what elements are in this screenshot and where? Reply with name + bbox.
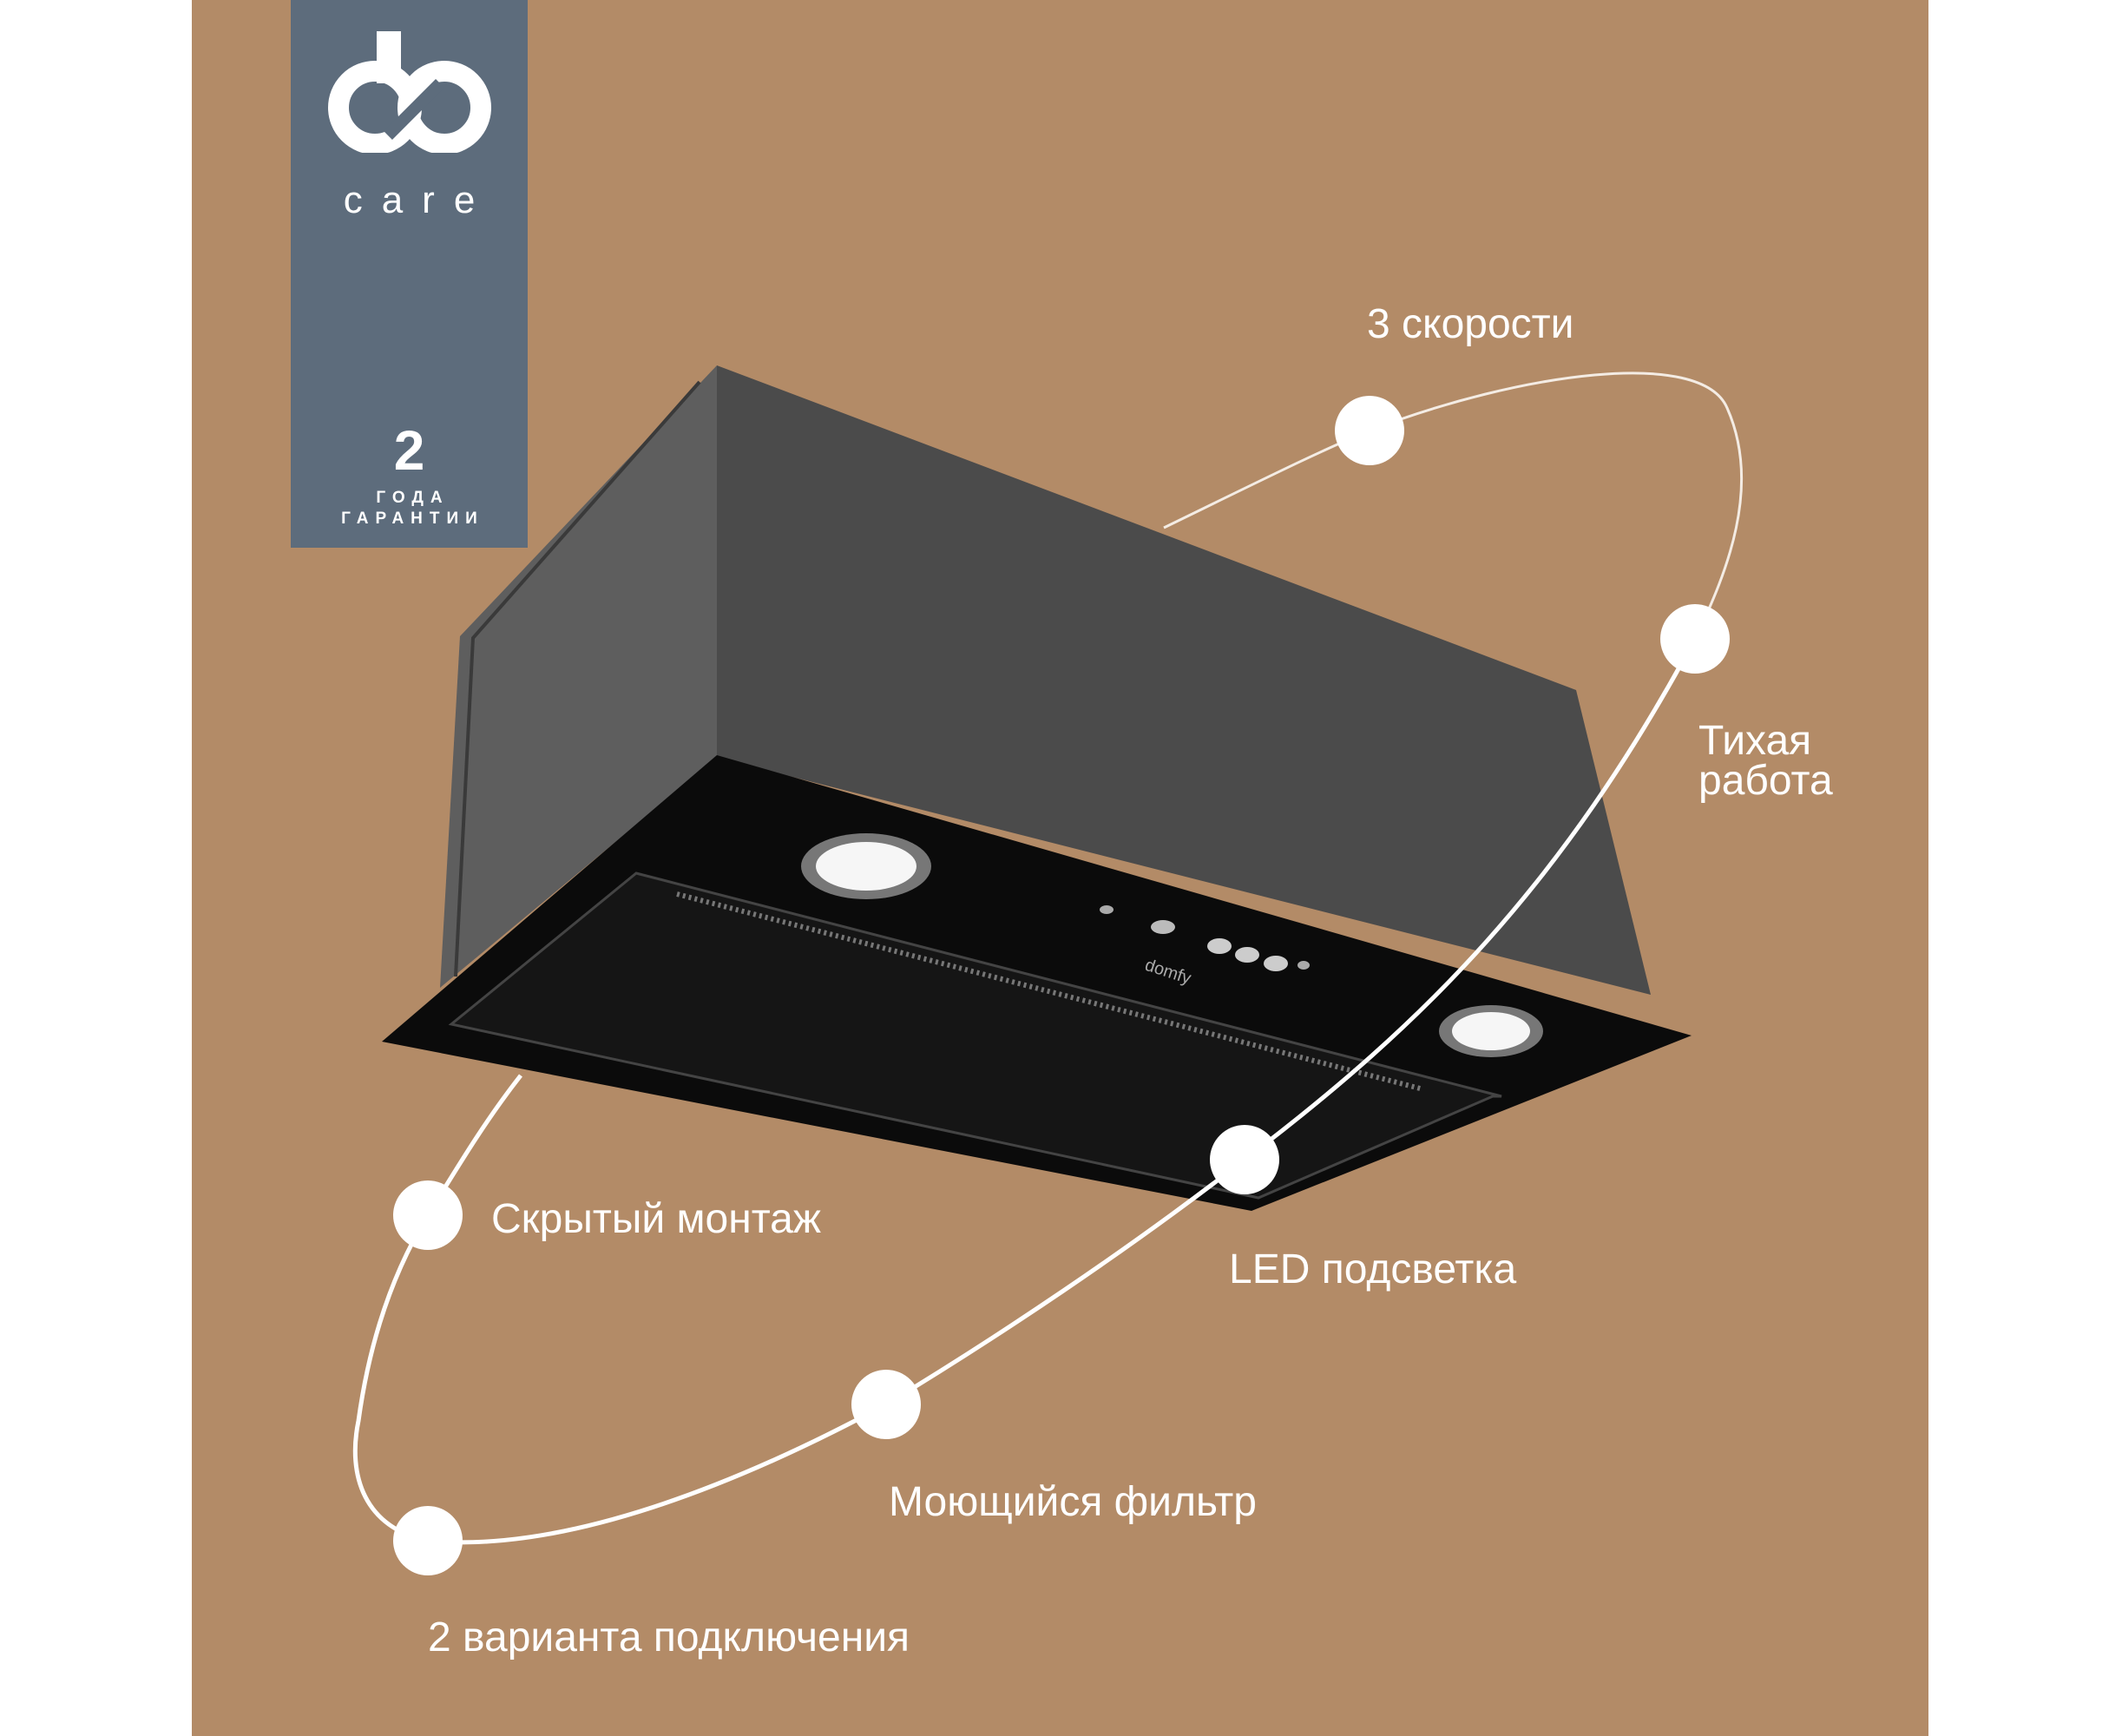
feature-label-led: LED подсветка xyxy=(1229,1246,1517,1292)
badge-logo-text: care xyxy=(343,179,495,221)
warranty-years: 2 xyxy=(393,419,425,482)
feature-ring-back xyxy=(1163,372,1744,640)
control-buttons xyxy=(1100,905,1310,971)
hood-front-face xyxy=(717,365,1651,995)
warranty-badge: care 2 ГОДА ГАРАНТИИ xyxy=(291,0,528,548)
feature-dot-connection xyxy=(393,1506,463,1575)
hood-side-face xyxy=(440,365,717,988)
feature-dot-quiet xyxy=(1660,604,1730,674)
warranty-line2: ГАРАНТИИ xyxy=(341,510,484,528)
range-hood: domfy xyxy=(382,365,1692,1211)
feature-dot-hidden-mount xyxy=(393,1180,463,1250)
care-logo-icon xyxy=(328,31,491,153)
feature-label-quiet: Тихая работа xyxy=(1698,718,1833,804)
feature-label-speeds: 3 скорости xyxy=(1367,301,1574,347)
feature-label-connection: 2 варианта подключения xyxy=(428,1614,910,1660)
hood-filter-area xyxy=(448,871,1502,1200)
feature-dot-speeds xyxy=(1335,396,1404,465)
feature-label-filter: Моющийся фильтр xyxy=(889,1479,1257,1525)
feature-dot-filter xyxy=(851,1370,921,1439)
feature-label-hidden-mount: Скрытый монтаж xyxy=(491,1196,821,1242)
warranty-line1: ГОДА xyxy=(376,489,450,507)
feature-dot-led xyxy=(1210,1125,1279,1194)
feature-ring-front xyxy=(352,637,1698,1545)
